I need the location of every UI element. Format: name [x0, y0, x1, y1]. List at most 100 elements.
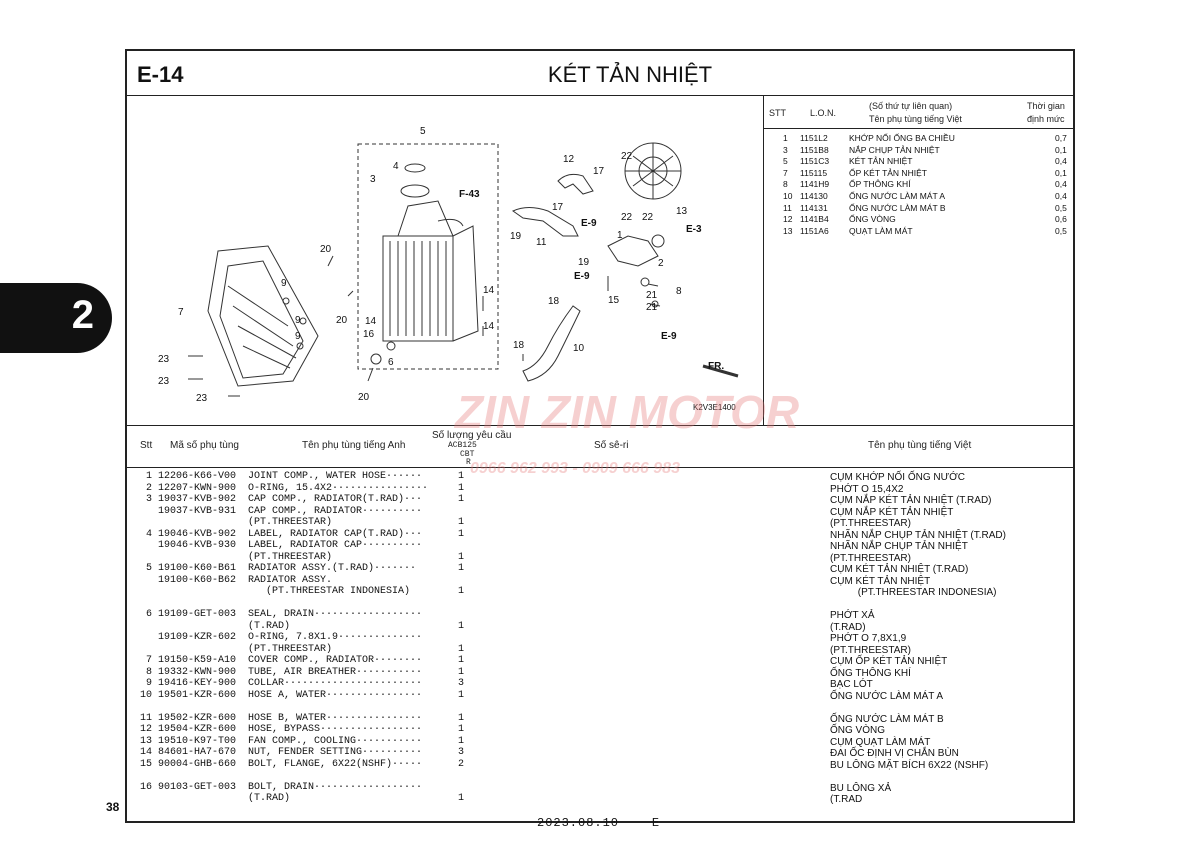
parts-header-divider	[125, 467, 1075, 468]
ref-time: 0,1	[1055, 167, 1067, 178]
callout-18b: 18	[548, 296, 560, 307]
radiator-body	[382, 235, 454, 342]
callout-4: 4	[393, 161, 399, 172]
ref-header-related: (Số thứ tự liên quan)	[869, 101, 953, 111]
part-row: 13 19510-K97-T00 FAN COMP., COOLING·····…	[134, 735, 465, 747]
ref-name: ỐNG NƯỚC LÀM MÁT A	[849, 191, 946, 201]
callout-9b: 9	[295, 315, 301, 326]
title-divider	[125, 95, 1075, 96]
part-name-vn: NHÃN NẮP CHỤP TẢN NHIỆT (T.RAD)	[830, 529, 1006, 541]
ref-stt: 10	[783, 191, 793, 201]
part-row: 7 19150-K59-A10 COVER COMP., RADIATOR···…	[134, 655, 465, 666]
ref-name: NẮP CHỤP TẢN NHIỆT	[849, 144, 940, 155]
part-row: 19100-K60-B62 RADIATOR ASSY.	[134, 574, 333, 586]
part-name-vn: (PT.THREESTAR)	[830, 644, 911, 656]
part-name-vn: (PT.THREESTAR INDONESIA)	[830, 587, 997, 598]
callout-e3: E-3	[686, 224, 702, 235]
callout-22c: 22	[642, 212, 654, 223]
parts-header-name-en: Tên phụ tùng tiếng Anh	[302, 440, 406, 451]
part-name-vn: CỤM KÉT TẢN NHIỆT	[830, 575, 931, 587]
ref-stt: 3	[783, 144, 788, 155]
part-name-vn: (T.RAD)	[830, 621, 866, 633]
callout-e9a: E-9	[581, 218, 597, 229]
parts-header-model3: R	[466, 458, 471, 467]
ref-lon: 114131	[800, 202, 828, 213]
parts-header-qty: Số lượng yêu cầu	[432, 430, 512, 441]
part-name-vn: ỐNG NƯỚC LÀM MÁT A	[830, 690, 944, 702]
front-arrow	[702, 364, 739, 378]
part-row: (T.RAD) 1	[134, 793, 465, 804]
part-name-vn: CỤM KÉT TẢN NHIỆT (T.RAD)	[830, 564, 969, 575]
callout-20c: 20	[358, 392, 370, 403]
part-name-vn: CỤM NẮP KÉT TẢN NHIỆT (T.RAD)	[830, 495, 992, 506]
bypass-hose	[557, 173, 594, 195]
ref-name: QUẠT LÀM MÁT	[849, 225, 913, 236]
part-row: (PT.THREESTAR) 1	[134, 643, 465, 655]
part-row: 1 12206-K66-V00 JOINT COMP., WATER HOSE·…	[134, 471, 465, 482]
part-row: (PT.THREESTAR INDONESIA) 1	[134, 586, 465, 597]
parts-header-stt: Stt	[140, 440, 153, 451]
callout-15: 15	[608, 295, 620, 306]
part-row: 16 90103-GET-003 BOLT, DRAIN············…	[134, 781, 423, 793]
ref-lon: 1151B8	[800, 144, 829, 155]
part-name-vn: CỤM QUẠT LÀM MÁT	[830, 736, 931, 748]
footer-date: 2023.08.10	[537, 816, 620, 830]
ref-lon: 1151A6	[800, 225, 829, 236]
radiator-cap	[400, 184, 430, 198]
callout-8: 8	[676, 286, 682, 297]
ref-row: 13 1151A6 QUẠT LÀM MÁT 0,5	[765, 226, 1073, 237]
callout-11: 11	[536, 237, 547, 248]
ref-time: 0,4	[1055, 179, 1067, 190]
ref-stt: 13	[783, 225, 793, 236]
callout-20a: 20	[320, 244, 332, 255]
part-row: (PT.THREESTAR) 1	[134, 517, 465, 528]
part-name-vn: CỤM NẮP KÉT TẢN NHIỆT	[830, 506, 954, 518]
part-row: 19046-KVB-930 LABEL, RADIATOR CAP·······…	[134, 540, 423, 551]
parts-header-code: Mã số phụ tùng	[170, 440, 239, 451]
ref-stt: 1	[783, 133, 788, 143]
part-name-vn: CỤM ỐP KÉT TẢN NHIỆT	[830, 656, 948, 667]
water-joint	[607, 235, 659, 267]
part-name-vn: ĐAI ỐC ĐỊNH VỊ CHẮN BÙN	[830, 748, 959, 759]
ref-time: 0,4	[1055, 191, 1067, 201]
part-row: 5 19100-K60-B61 RADIATOR ASSY.(T.RAD)···…	[134, 563, 465, 574]
part-row: 9 19416-KEY-900 COLLAR··················…	[134, 678, 465, 689]
ref-name: ỐP THÔNG KHÍ	[849, 179, 911, 190]
ref-time: 0,5	[1055, 225, 1067, 236]
ref-header-time: định mức	[1027, 114, 1065, 124]
callout-3: 3	[370, 174, 376, 185]
ref-stt: 8	[783, 179, 788, 190]
callout-23a: 23	[158, 354, 170, 365]
footer-code: E	[651, 816, 661, 830]
watermark-phone: 0966 962 993 - 0909 666 983	[470, 460, 680, 477]
part-row: 14 84601-HA7-670 NUT, FENDER SETTING····…	[134, 747, 465, 758]
part-name-vn: BẠC LÓT	[830, 679, 873, 690]
callout-6: 6	[388, 357, 394, 368]
ref-lon: 1151C3	[800, 156, 830, 167]
callout-f43: F-43	[459, 189, 480, 200]
part-name-vn: ỐNG VÒNG	[830, 725, 886, 736]
part-name-vn: PHỚT XẢ	[830, 610, 875, 621]
callout-23c: 23	[196, 393, 208, 404]
part-name-vn: CỤM KHỚP NỐI ỐNG NƯỚC	[830, 472, 965, 483]
part-row: (T.RAD) 1	[134, 620, 465, 632]
page-title: KÉT TẢN NHIỆT	[547, 62, 713, 87]
part-name-vn: PHỚT O 7,8X1,9	[830, 633, 907, 644]
ref-time: 0,6	[1055, 214, 1067, 225]
ref-name: ỐP KÉT TẢN NHIỆT	[849, 167, 927, 178]
part-row: 11 19502-KZR-600 HOSE B, WATER··········…	[134, 712, 465, 724]
ref-header-lon: L.O.N.	[810, 108, 837, 118]
ref-time: 0,5	[1055, 202, 1067, 213]
callout-7: 7	[178, 307, 184, 318]
callout-14c: 14	[483, 321, 495, 332]
ref-lon: 1151L2	[800, 133, 828, 143]
ref-stt: 7	[783, 167, 788, 178]
callout-13: 13	[676, 206, 688, 217]
ref-name: KHỚP NỐI ỐNG BA CHIỀU	[849, 133, 955, 143]
hose-b	[512, 207, 579, 237]
